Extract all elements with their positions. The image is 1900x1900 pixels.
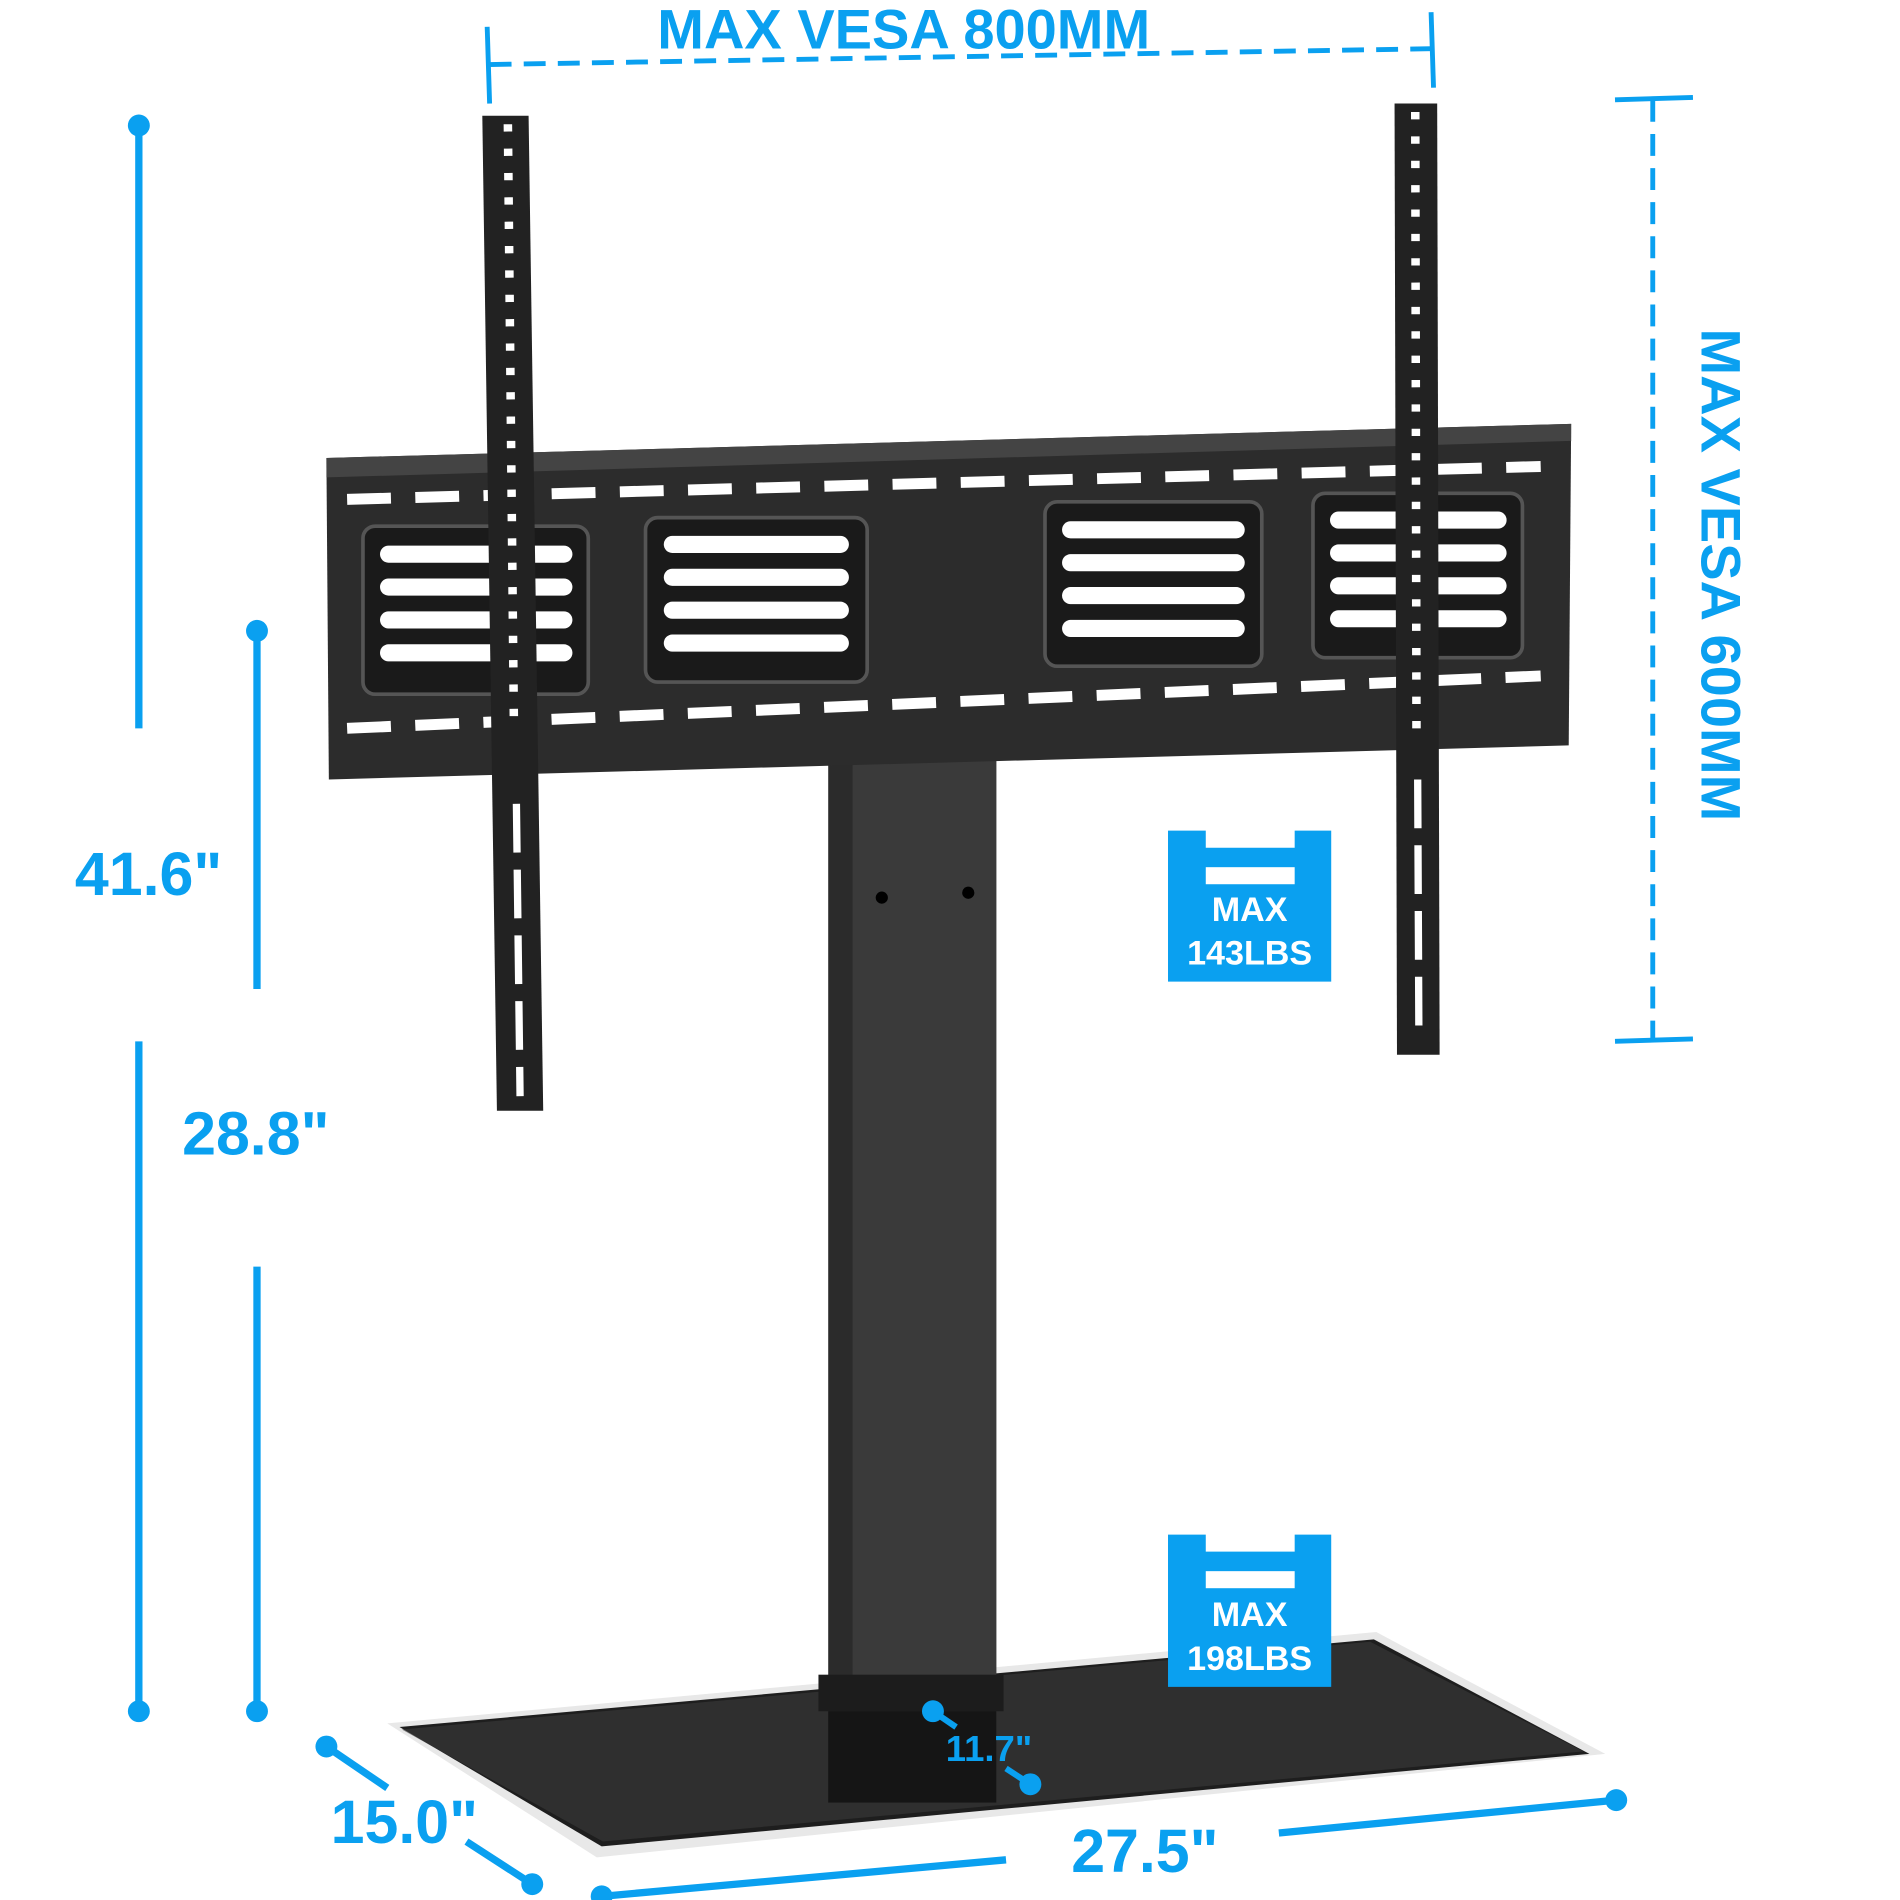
base-width-label: 27.5" <box>1071 1817 1218 1885</box>
base-depth-label: 15.0" <box>331 1788 478 1856</box>
vesa-height-dimension: MAX VESA 600MM <box>1614 95 1752 1044</box>
base-depth-dimension: 15.0" <box>315 1735 544 1896</box>
base-load-badge: MAX 198LBS <box>1168 1534 1332 1687</box>
min-height-label: 28.8" <box>182 1100 329 1168</box>
vesa-width-dimension: MAX VESA 800MM <box>484 0 1436 104</box>
column-offset-label: 11.7" <box>946 1728 1032 1769</box>
vesa-width-label: MAX VESA 800MM <box>657 0 1150 61</box>
base-load-line1: MAX <box>1212 1596 1288 1634</box>
column <box>818 749 1004 1803</box>
base-width-dimension: 27.5" <box>590 1789 1628 1900</box>
column-offset-dimension: 11.7" <box>921 1700 1042 1796</box>
tv-load-badge: MAX 143LBS <box>1168 830 1332 982</box>
base-load-line2: 198LBS <box>1187 1640 1312 1678</box>
vesa-height-label: MAX VESA 600MM <box>1689 328 1752 821</box>
max-height-dimension: 41.6" <box>75 114 222 1723</box>
tv-load-line1: MAX <box>1212 891 1288 929</box>
max-height-label: 41.6" <box>75 840 222 908</box>
tv-load-line2: 143LBS <box>1187 935 1312 973</box>
mounting-arms <box>482 103 1440 1111</box>
min-height-dimension: 28.8" <box>182 619 329 1723</box>
